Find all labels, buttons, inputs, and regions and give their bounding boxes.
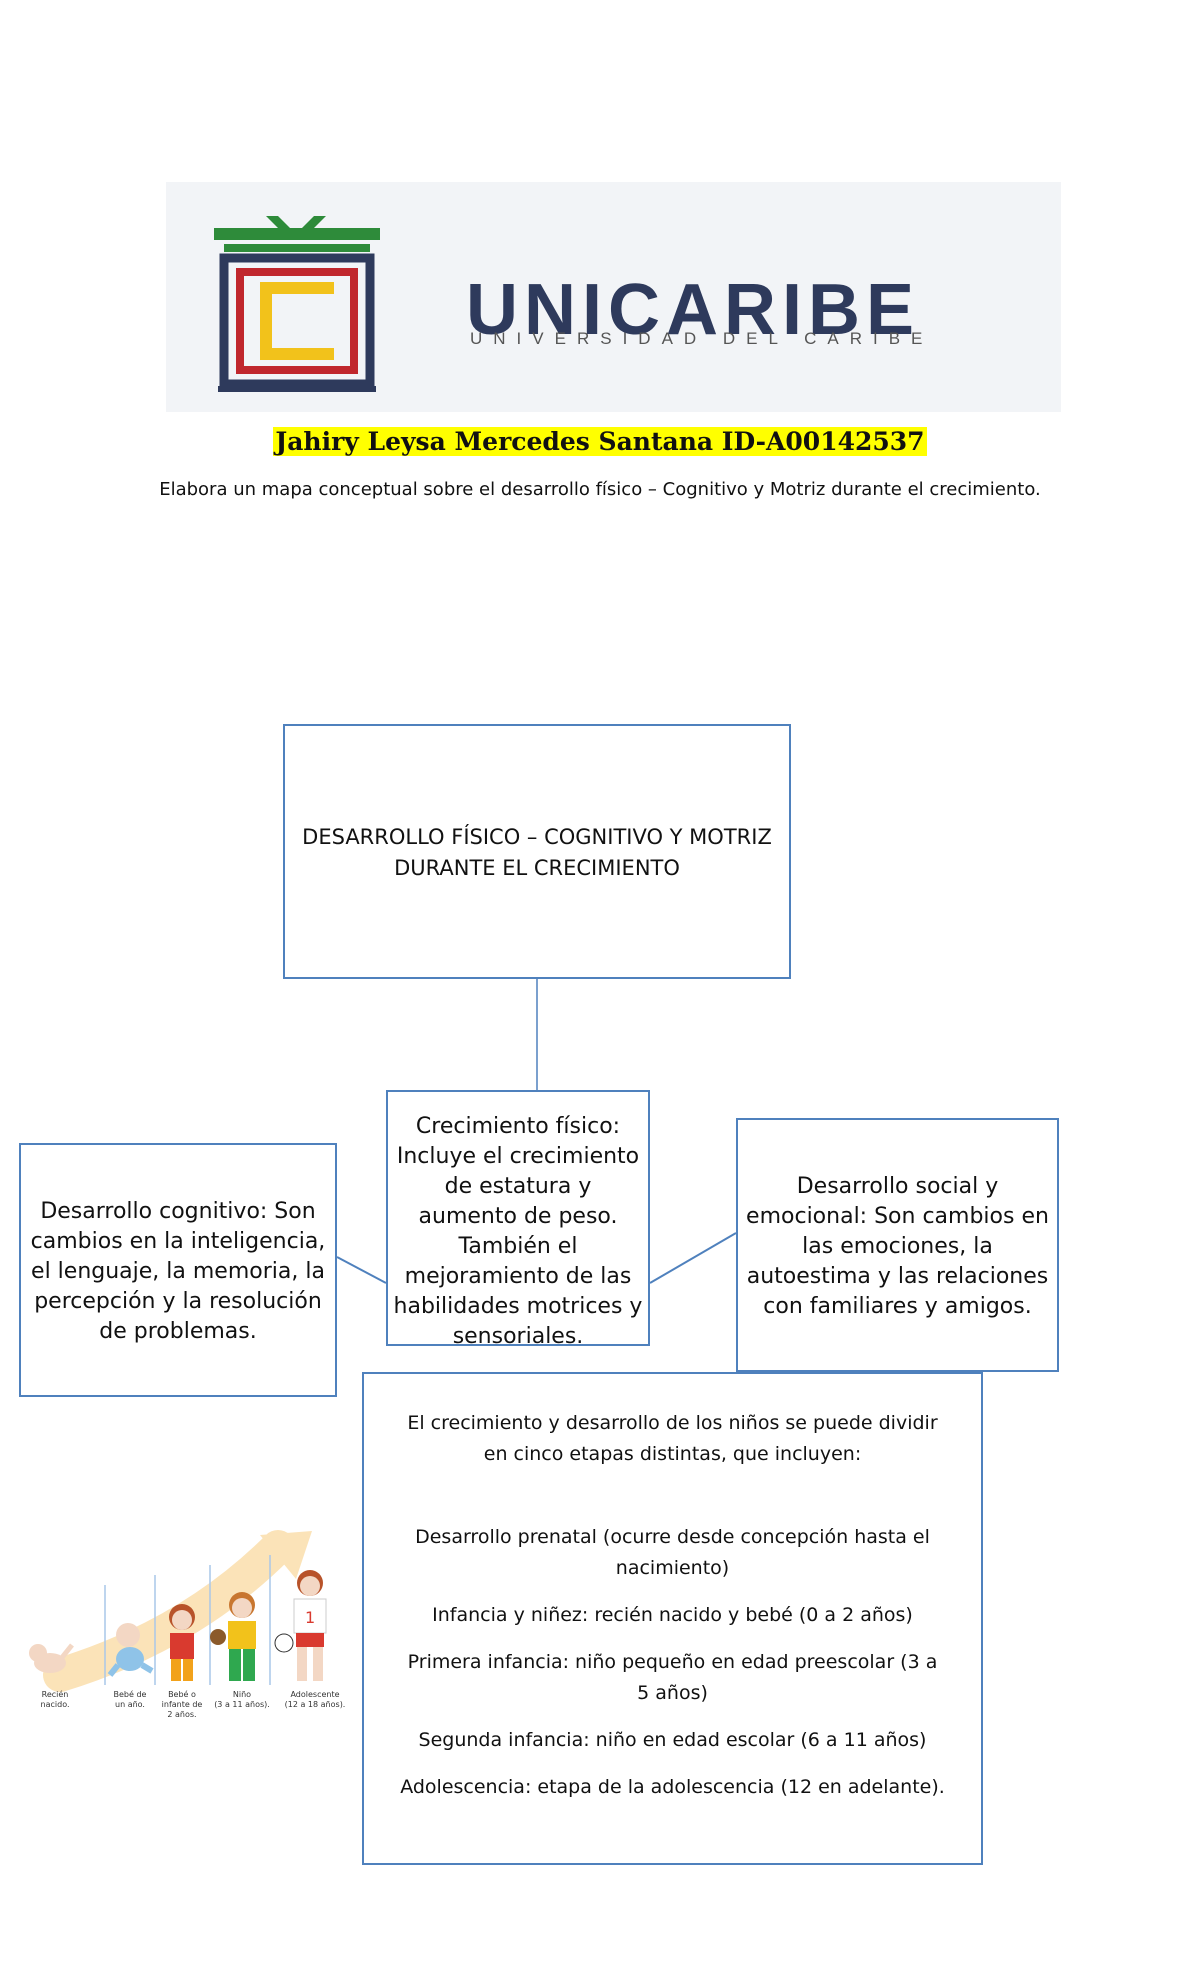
- logo-graphic: UNICARIBE UNIVERSIDAD DEL CARIBE: [166, 182, 1061, 412]
- cognitive-development-text: Desarrollo cognitivo: Son cambios en la …: [31, 1199, 326, 1344]
- label-adolescent-2: (12 a 18 años).: [285, 1700, 346, 1709]
- label-toddler-2: infante de: [162, 1700, 203, 1709]
- main-concept-box: DESARROLLO FÍSICO – COGNITIVO Y MOTRIZ D…: [283, 724, 791, 979]
- label-toddler-3: 2 años.: [167, 1710, 196, 1719]
- author-name-id: Jahiry Leysa Mercedes Santana ID-A001425…: [273, 427, 926, 456]
- task-instruction: Elabora un mapa conceptual sobre el desa…: [0, 479, 1200, 500]
- children-growth-graphic: 1 Recién nacido. Bebé de un año. Bebé o …: [20, 1525, 360, 1725]
- label-adolescent-1: Adolescente: [290, 1690, 339, 1699]
- stage-item-early-childhood: Primera infancia: niño pequeño en edad p…: [400, 1647, 945, 1709]
- connector-physical-to-cognitive: [337, 1257, 386, 1283]
- author-line: Jahiry Leysa Mercedes Santana ID-A001425…: [0, 427, 1200, 456]
- svg-text:1: 1: [305, 1608, 315, 1627]
- connector-physical-to-social: [650, 1233, 736, 1283]
- stage-item-infancy: Infancia y niñez: recién nacido y bebé (…: [400, 1600, 945, 1631]
- cognitive-development-box: Desarrollo cognitivo: Son cambios en la …: [19, 1143, 337, 1397]
- label-toddler-1: Bebé o: [168, 1689, 196, 1699]
- stage-item-adolescence: Adolescencia: etapa de la adolescencia (…: [400, 1772, 945, 1803]
- adolescent-figure: 1: [275, 1570, 326, 1681]
- main-concept-line-2: DURANTE EL CRECIMIENTO: [289, 853, 785, 884]
- social-emotional-box: Desarrollo social y emocional: Son cambi…: [736, 1118, 1059, 1372]
- main-concept-line-1: DESARROLLO FÍSICO – COGNITIVO Y MOTRIZ: [289, 822, 785, 853]
- physical-growth-box: Crecimiento físico: Incluye el crecimien…: [386, 1090, 650, 1346]
- label-newborn-1: Recién: [42, 1689, 69, 1699]
- social-emotional-text: Desarrollo social y emocional: Son cambi…: [746, 1174, 1049, 1319]
- label-child-2: (3 a 11 años).: [214, 1700, 270, 1709]
- unicaribe-logo: UNICARIBE UNIVERSIDAD DEL CARIBE: [166, 182, 1061, 412]
- label-newborn-2: nacido.: [41, 1700, 70, 1709]
- growth-stages-box: El crecimiento y desarrollo de los niños…: [362, 1372, 983, 1865]
- stage-item-middle-childhood: Segunda infancia: niño en edad escolar (…: [400, 1725, 945, 1756]
- stages-intro: El crecimiento y desarrollo de los niños…: [400, 1408, 945, 1470]
- toddler-figure: [169, 1604, 195, 1681]
- label-child-1: Niño: [233, 1690, 251, 1699]
- label-baby-2: un año.: [115, 1700, 145, 1709]
- logo-subtitle-text: UNIVERSIDAD DEL CARIBE: [470, 329, 933, 348]
- physical-growth-text: Crecimiento físico: Incluye el crecimien…: [394, 1114, 643, 1349]
- growth-stages-illustration: 1 Recién nacido. Bebé de un año. Bebé o …: [20, 1525, 360, 1725]
- logo-emblem: [214, 216, 380, 392]
- stage-item-prenatal: Desarrollo prenatal (ocurre desde concep…: [400, 1522, 945, 1584]
- label-baby-1: Bebé de: [114, 1689, 147, 1699]
